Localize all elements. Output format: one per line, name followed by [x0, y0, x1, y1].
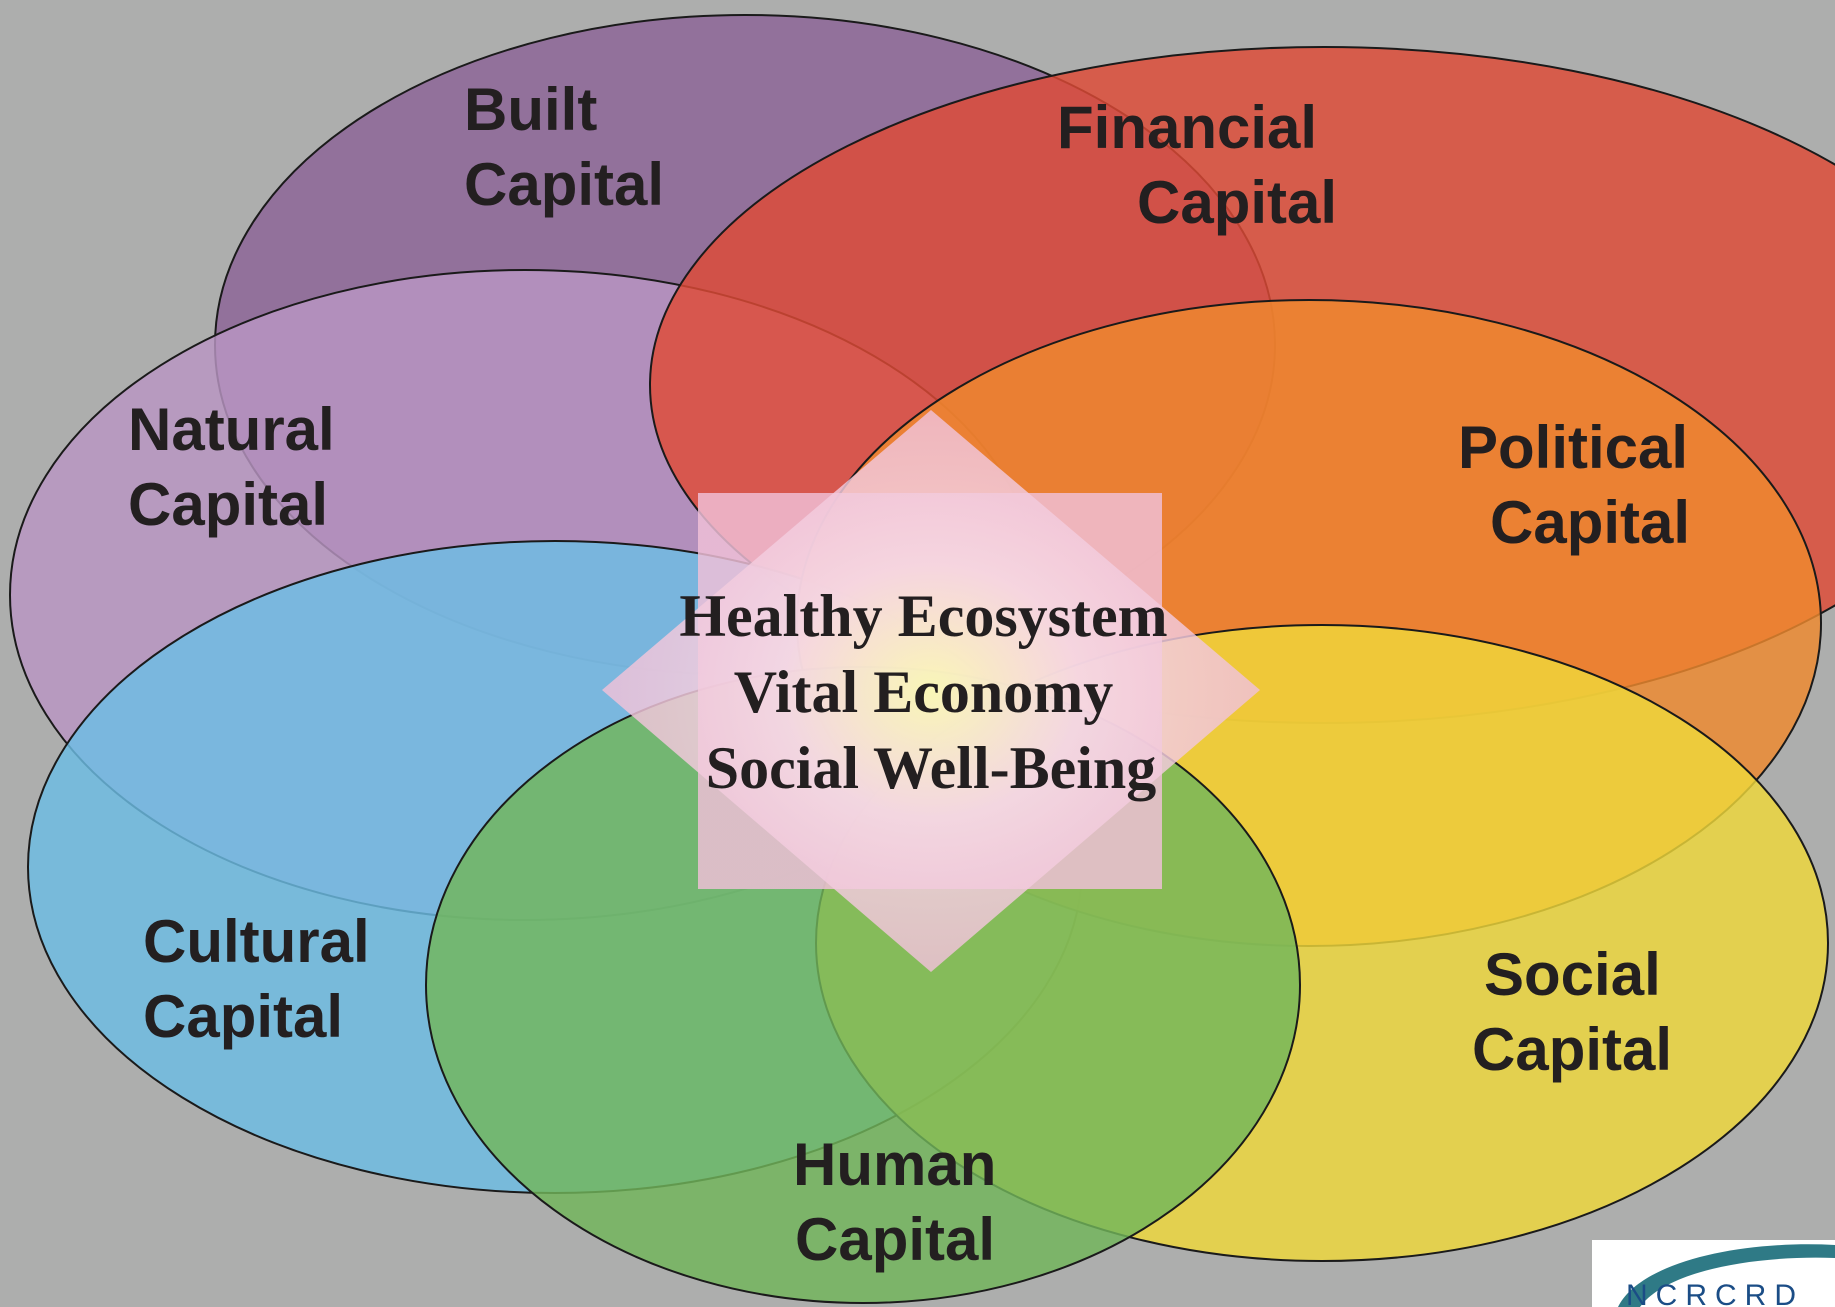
center-star-diamond [602, 410, 1260, 972]
center-label-line1: Healthy Ecosystem [679, 583, 1167, 649]
built-capital-label-line2: Capital [464, 151, 664, 218]
natural-capital-label: Natural Capital [128, 396, 351, 538]
built-capital-label-line1: Built [464, 76, 597, 143]
capital-labels: Built Capital Financial Capital Natural … [128, 76, 1705, 1273]
human-capital-label: Human Capital [793, 1131, 1013, 1273]
political-capital-label: Political Capital [1458, 414, 1705, 556]
political-capital-label-line2: Capital [1490, 489, 1690, 556]
center-star [602, 410, 1260, 972]
financial-capital-label: Financial Capital [1057, 94, 1337, 236]
built-capital-label: Built Capital [464, 76, 664, 218]
ncrcrd-logo: NCRCRD [1592, 1240, 1835, 1307]
cultural-capital-label-line1: Cultural [143, 908, 370, 975]
cultural-capital-label-line2: Capital [143, 983, 343, 1050]
center-label: Healthy Ecosystem Vital Economy Social W… [679, 583, 1182, 801]
cultural-capital-label: Cultural Capital [143, 908, 386, 1050]
natural-capital-label-line2: Capital [128, 471, 328, 538]
social-capital-label: Social Capital [1472, 941, 1677, 1083]
logo-swoosh [1618, 1244, 1835, 1307]
social-capital-label-line2: Capital [1472, 1016, 1672, 1083]
natural-capital-label-line1: Natural [128, 396, 335, 463]
center-label-line3: Social Well-Being [706, 735, 1157, 801]
center-label-line2: Vital Economy [734, 659, 1113, 725]
financial-capital-label-line2: Capital [1137, 169, 1337, 236]
social-capital-label-line1: Social [1484, 941, 1661, 1008]
human-capital-label-line1: Human [793, 1131, 996, 1198]
financial-capital-label-line1: Financial [1057, 94, 1317, 161]
logo-text: NCRCRD [1626, 1279, 1804, 1307]
human-capital-label-line2: Capital [795, 1206, 995, 1273]
political-capital-label-line1: Political [1458, 414, 1688, 481]
